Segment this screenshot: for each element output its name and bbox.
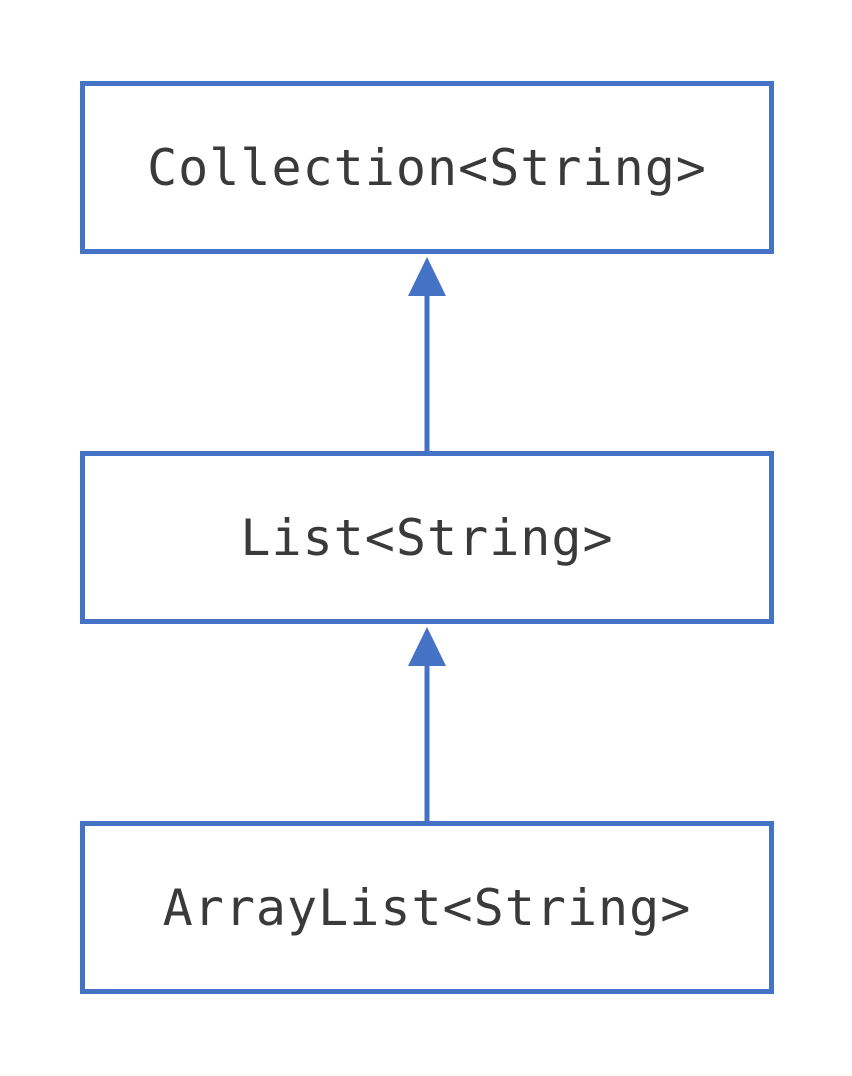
node-label: ArrayList<String>: [162, 878, 692, 937]
node-list: List<String>: [80, 451, 774, 624]
node-label: List<String>: [240, 508, 614, 567]
edge-arraylist-to-list: [408, 627, 446, 821]
arrowhead-up-icon: [408, 627, 446, 666]
node-arraylist: ArrayList<String>: [80, 821, 774, 994]
edge-list-to-collection: [408, 257, 446, 451]
node-collection: Collection<String>: [80, 81, 774, 254]
arrowhead-up-icon: [408, 257, 446, 296]
node-label: Collection<String>: [147, 138, 707, 197]
